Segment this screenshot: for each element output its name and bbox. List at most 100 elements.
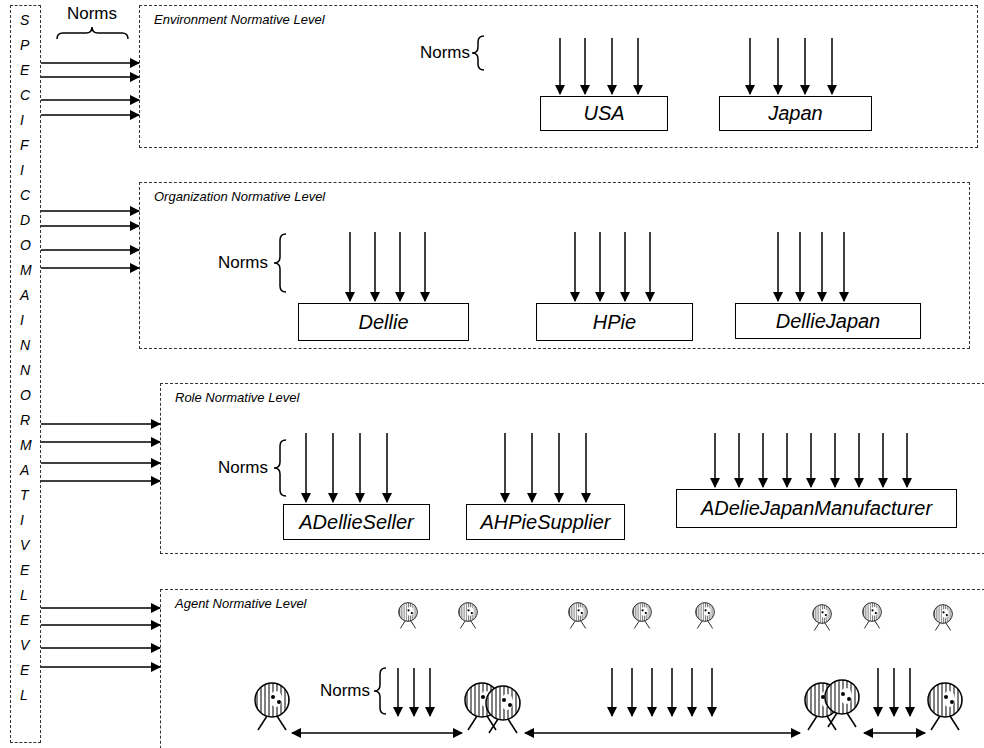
norm-arrow	[691, 668, 693, 716]
entity-name: ADellieSeller	[299, 511, 414, 534]
norm-flow-arrow	[41, 225, 139, 227]
norm-arrow	[574, 232, 576, 301]
entity-name: USA	[583, 102, 624, 125]
norm-arrow	[711, 668, 713, 716]
norm-arrow	[714, 433, 716, 487]
norm-flow-arrow	[41, 114, 139, 116]
norms-label: Norms	[67, 4, 117, 24]
agent-figure	[934, 605, 953, 631]
entity-name: ADelieJapanManufacturer	[701, 497, 932, 520]
norm-arrow	[810, 433, 812, 487]
entity-name: Japan	[768, 102, 823, 125]
brace	[472, 36, 484, 70]
normative-level-band: Role Normative LevelADellieSellerAHPieSu…	[160, 383, 984, 554]
level-title: Organization Normative Level	[154, 189, 325, 204]
brace	[274, 234, 286, 292]
agent-figure	[255, 683, 289, 730]
norm-arrow	[611, 668, 613, 716]
norm-arrow	[531, 433, 533, 502]
entity-name: Dellie	[358, 311, 408, 334]
norm-arrow	[777, 38, 779, 94]
norm-flow-arrow	[41, 267, 139, 269]
norm-flow-arrow	[41, 480, 160, 482]
brace	[57, 27, 128, 39]
norm-flow-arrow	[41, 99, 139, 101]
norm-arrow	[413, 668, 415, 716]
entity-box: Japan	[719, 96, 872, 131]
norm-arrow	[799, 232, 801, 301]
norm-arrow	[386, 433, 388, 502]
norm-arrow	[909, 668, 911, 716]
norm-arrow	[877, 668, 879, 716]
interaction-arrow	[525, 732, 800, 734]
norm-arrow	[611, 38, 613, 94]
agent-figure	[825, 680, 859, 727]
domain-level-title: SPECIFIC DOMAIN NORMATIVE LEVEL	[20, 8, 34, 708]
norm-arrow	[777, 232, 779, 301]
norm-arrow	[834, 433, 836, 487]
level-title: Environment Normative Level	[154, 12, 325, 27]
norm-arrow	[424, 232, 426, 301]
norm-arrow	[649, 232, 651, 301]
norm-arrow	[624, 232, 626, 301]
entity-box: ADelieJapanManufacturer	[676, 489, 957, 528]
level-title: Agent Normative Level	[175, 596, 307, 611]
norm-arrow	[349, 232, 351, 301]
norm-flow-arrow	[41, 423, 160, 425]
entity-box: AHPieSupplier	[466, 504, 625, 540]
entity-name: AHPieSupplier	[480, 511, 610, 534]
norm-arrow	[738, 433, 740, 487]
entity-name: DellieJapan	[776, 310, 881, 333]
entity-box: HPie	[536, 303, 693, 341]
domain-level-band: SPECIFIC DOMAIN NORMATIVE LEVEL	[10, 5, 41, 743]
norm-arrow	[374, 232, 376, 301]
norm-arrow	[843, 232, 845, 301]
norm-arrow	[858, 433, 860, 487]
norm-arrow	[305, 433, 307, 502]
agent-figure	[696, 603, 715, 629]
norm-arrow	[671, 668, 673, 716]
norm-arrow	[399, 232, 401, 301]
entity-box: USA	[540, 96, 668, 131]
agent-figure	[928, 683, 962, 730]
norm-arrow	[359, 433, 361, 502]
norm-flow-arrow	[41, 647, 160, 649]
norm-flow-arrow	[41, 210, 139, 212]
norm-arrow	[749, 38, 751, 94]
agent-figure	[399, 603, 418, 629]
norms-label: Norms	[218, 253, 268, 273]
normative-level-band: Environment Normative LevelUSA Japan	[139, 5, 978, 148]
norm-arrow	[637, 38, 639, 94]
norms-label: Norms	[420, 43, 470, 63]
norm-arrow	[397, 668, 399, 716]
norm-arrow	[584, 38, 586, 94]
norms-label: Norms	[218, 458, 268, 478]
agent-figure	[459, 603, 478, 629]
norm-arrow	[804, 38, 806, 94]
norm-arrow	[882, 433, 884, 487]
normative-level-band: Agent Normative Level	[160, 589, 984, 748]
norm-flow-arrow	[41, 624, 160, 626]
norm-arrow	[599, 232, 601, 301]
norm-arrow	[429, 668, 431, 716]
brace	[374, 668, 386, 714]
agent-figure	[486, 686, 520, 733]
norm-arrow	[504, 433, 506, 502]
norm-arrow	[762, 433, 764, 487]
entity-box: DellieJapan	[735, 303, 921, 339]
norm-arrow	[831, 38, 833, 94]
norm-arrow	[651, 668, 653, 716]
agent-figure	[633, 603, 652, 629]
agent-figure	[813, 605, 832, 631]
interaction-arrow	[864, 732, 925, 734]
agent-figure	[569, 603, 588, 629]
entity-box: Dellie	[298, 303, 469, 341]
norm-arrow	[559, 38, 561, 94]
norm-arrow	[332, 433, 334, 502]
norm-flow-arrow	[41, 666, 160, 668]
norms-label: Norms	[320, 681, 370, 701]
norm-arrow	[893, 668, 895, 716]
norm-flow-arrow	[41, 462, 160, 464]
agent-figure	[863, 603, 882, 629]
norm-arrow	[585, 433, 587, 502]
